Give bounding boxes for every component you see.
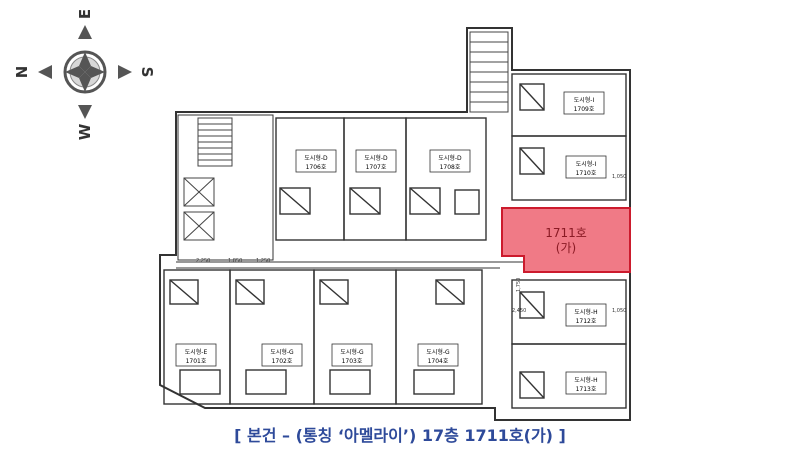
compass-label-s: S (138, 67, 156, 78)
svg-text:1701호: 1701호 (186, 358, 207, 365)
svg-text:2,450: 2,450 (512, 308, 526, 314)
svg-text:1,050: 1,050 (612, 308, 626, 314)
svg-text:2,250: 2,250 (196, 258, 210, 264)
svg-text:1712호: 1712호 (576, 318, 597, 325)
svg-text:도시형-H: 도시형-H (574, 308, 597, 316)
svg-text:도시형-D: 도시형-D (364, 154, 388, 162)
svg-text:도시형-E: 도시형-E (185, 348, 208, 356)
compass-rose-icon (38, 25, 132, 119)
svg-text:도시형-H: 도시형-H (574, 376, 597, 384)
unit-1711-number: 1711호 (545, 226, 587, 240)
plan-caption: [ 본건 – (통칭 ‘아멜라이’) 17층 1711호(가) ] (234, 426, 566, 445)
dimension-labels: 2,250 1,850 1,250 1,050 1,050 1,750 2,45… (196, 174, 626, 314)
svg-text:1,050: 1,050 (612, 174, 626, 180)
svg-text:1702호: 1702호 (272, 358, 293, 365)
svg-text:도시형-G: 도시형-G (270, 348, 294, 356)
svg-text:1707호: 1707호 (366, 164, 387, 171)
compass-label-w: W (76, 123, 94, 140)
room-label-1712: 도시형-H 1712호 (565, 303, 607, 327)
room-label-1704: 도시형-G 1704호 (417, 343, 459, 367)
svg-text:1708호: 1708호 (440, 164, 461, 171)
svg-text:도시형-I: 도시형-I (576, 160, 597, 168)
svg-text:도시형-G: 도시형-G (426, 348, 450, 356)
svg-text:1,250: 1,250 (256, 258, 270, 264)
room-label-1710: 도시형-I 1710호 (565, 155, 607, 179)
room-label-1708: 도시형-D 1708호 (429, 149, 471, 173)
right-units-walls (511, 73, 627, 409)
compass-label-e: E (76, 9, 94, 19)
room-label-1709: 도시형-I 1709호 (563, 91, 605, 115)
top-units-walls (275, 117, 487, 241)
svg-text:1709호: 1709호 (574, 106, 595, 113)
bottom-units-walls (163, 269, 483, 405)
compass-label-n: N (13, 66, 31, 79)
room-label-1702: 도시형-G 1702호 (261, 343, 303, 367)
svg-text:1,850: 1,850 (228, 258, 242, 264)
stair-core (183, 31, 509, 241)
svg-text:도시형-D: 도시형-D (438, 154, 462, 162)
svg-text:1713호: 1713호 (576, 386, 597, 393)
svg-text:1,750: 1,750 (516, 278, 522, 292)
svg-text:1706호: 1706호 (306, 164, 327, 171)
svg-text:도시형-D: 도시형-D (304, 154, 328, 162)
svg-text:1703호: 1703호 (342, 358, 363, 365)
svg-text:도시형-I: 도시형-I (574, 96, 595, 104)
svg-text:1710호: 1710호 (576, 170, 597, 177)
room-label-1713: 도시형-H 1713호 (565, 371, 607, 395)
room-label-1703: 도시형-G 1703호 (331, 343, 373, 367)
unit-1711-highlight[interactable] (501, 207, 631, 273)
room-label-1701: 도시형-E 1701호 (175, 343, 217, 367)
svg-text:도시형-G: 도시형-G (340, 348, 364, 356)
room-label-1707: 도시형-D 1707호 (355, 149, 397, 173)
unit-1711-type: (가) (556, 241, 576, 255)
svg-text:1704호: 1704호 (428, 358, 449, 365)
room-label-1706: 도시형-D 1706호 (295, 149, 337, 173)
